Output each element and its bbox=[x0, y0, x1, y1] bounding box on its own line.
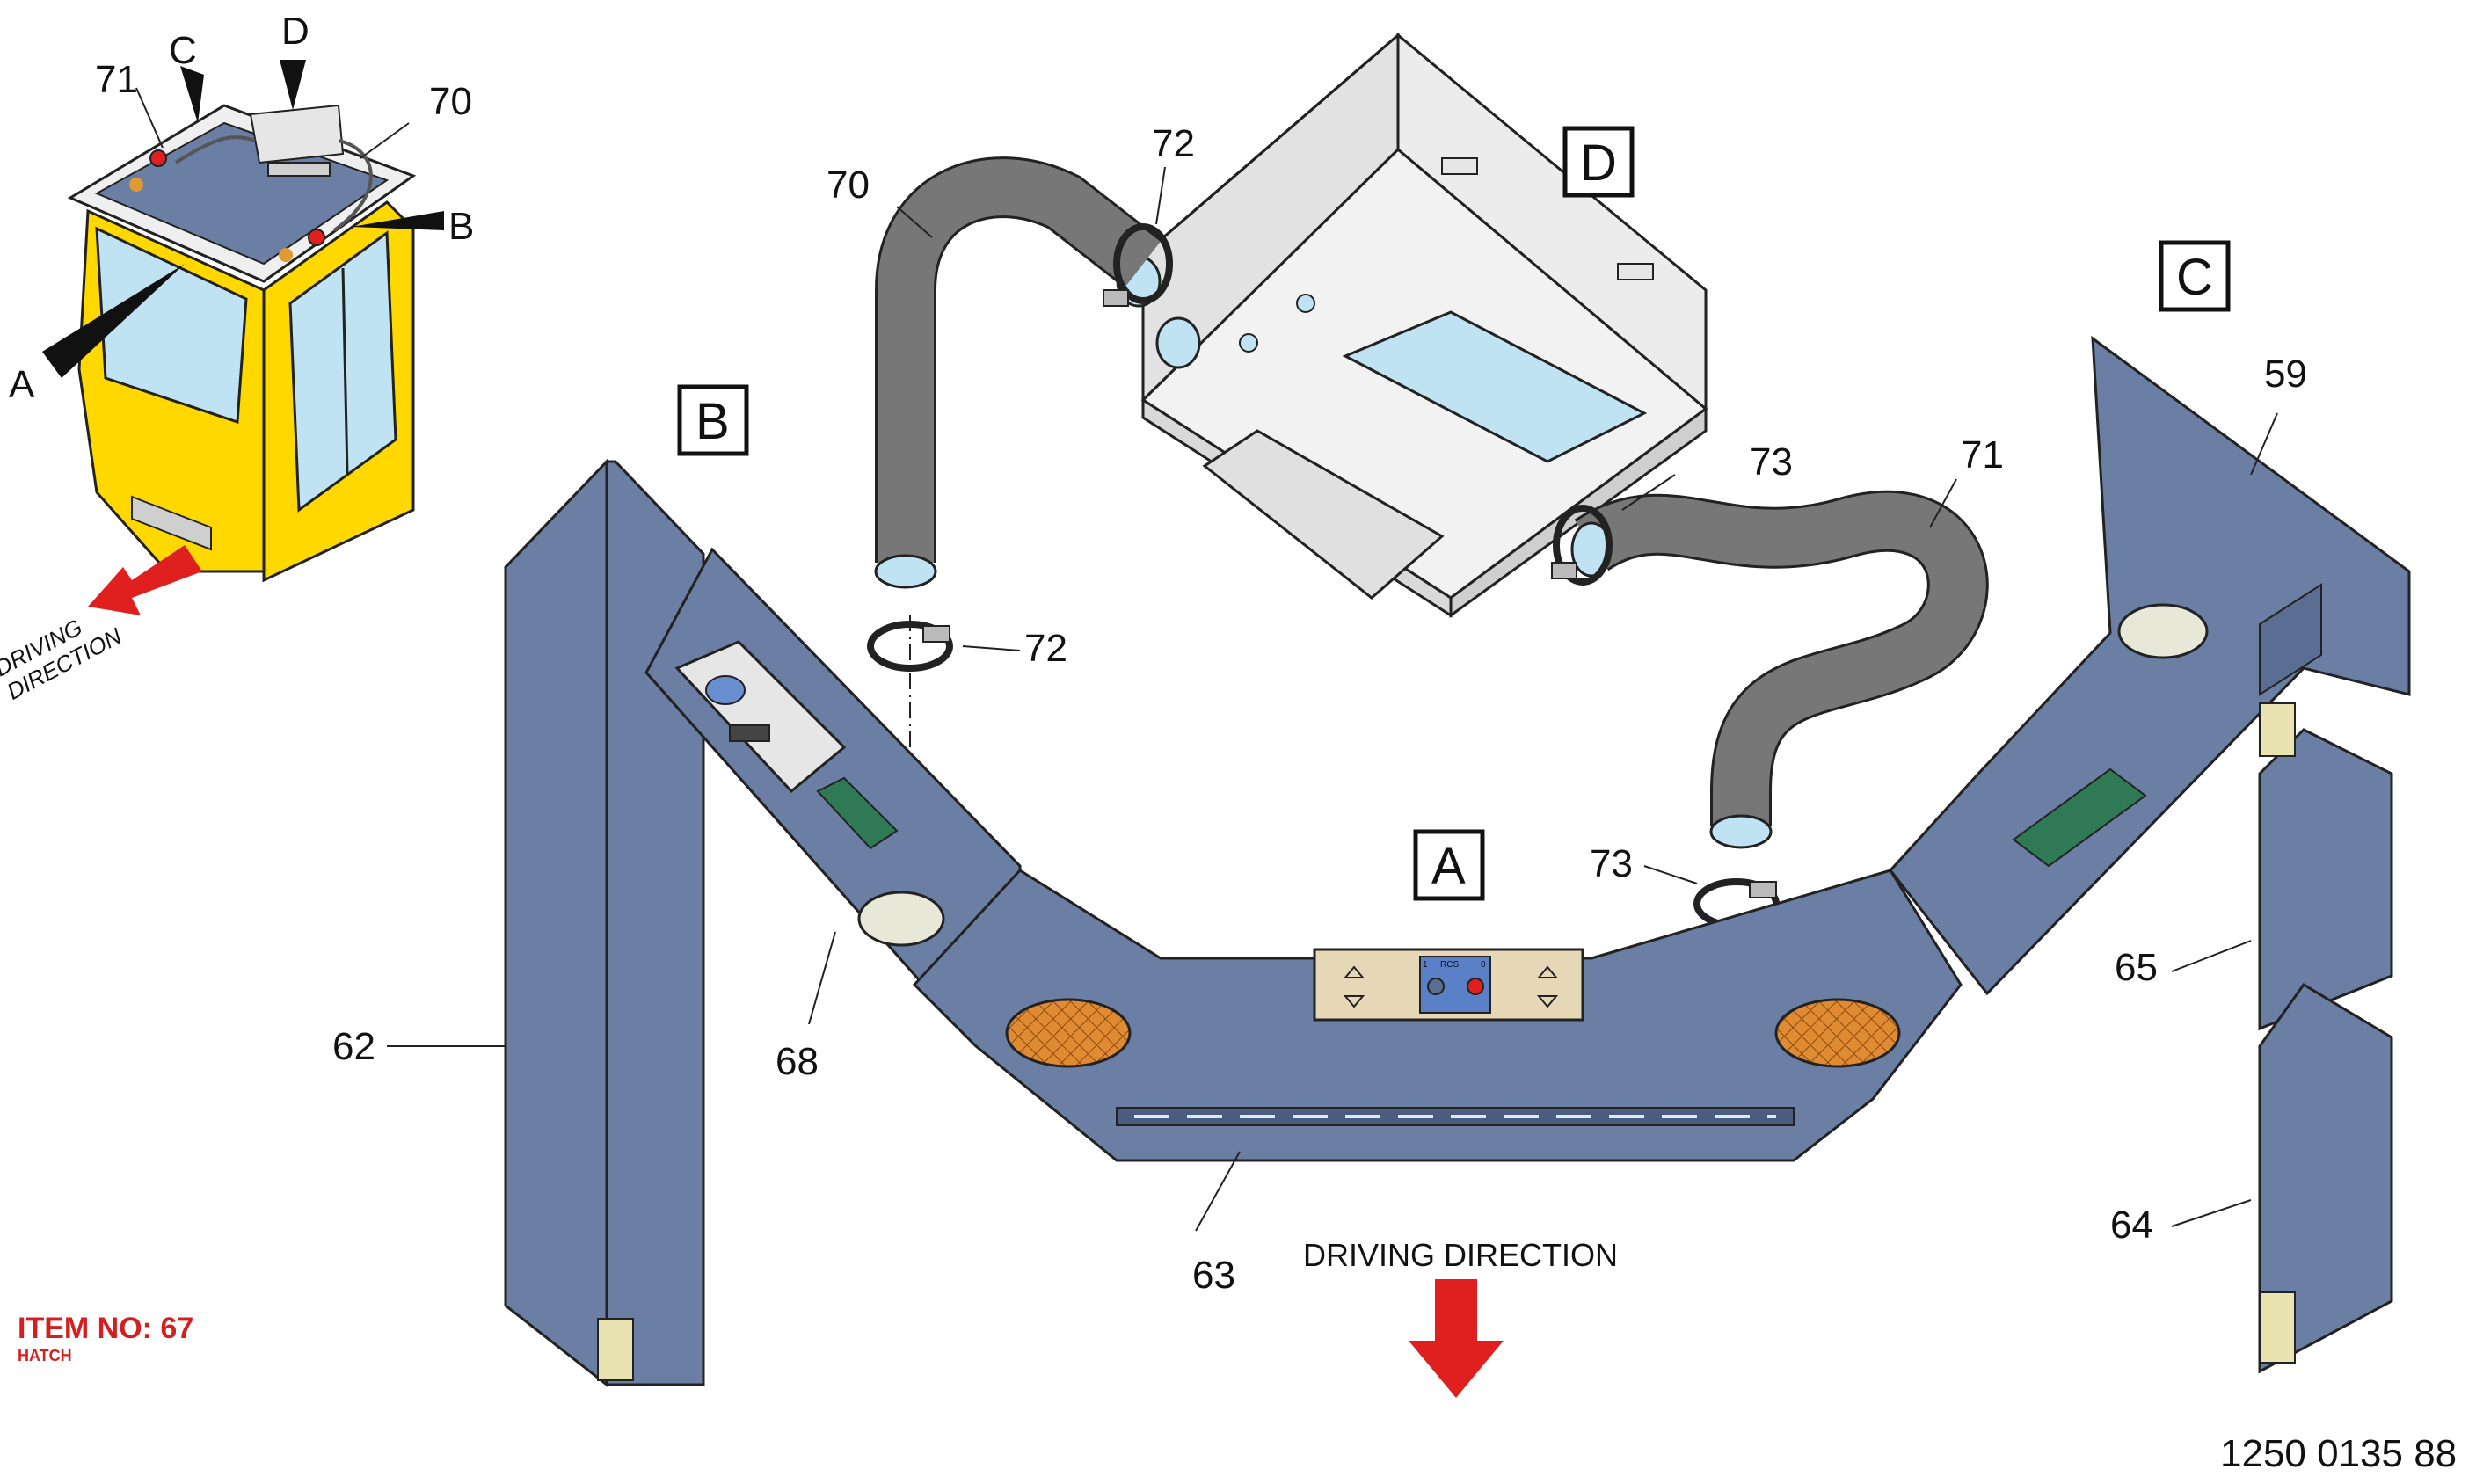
svg-text:C: C bbox=[2176, 249, 2213, 306]
item-number: ITEM NO: 67 bbox=[18, 1312, 193, 1345]
control-panel: RCS 1 0 bbox=[1313, 948, 1584, 1022]
driving-direction-arrow bbox=[1409, 1279, 1504, 1398]
pointer-a bbox=[42, 264, 185, 378]
control-one: 1 bbox=[1423, 960, 1428, 970]
overview-label-70: 70 bbox=[429, 80, 472, 123]
control-rcs: RCS bbox=[1440, 960, 1459, 970]
callout-68: 68 bbox=[776, 1040, 819, 1083]
cab-side-window bbox=[288, 230, 397, 513]
driving-direction-label: DRIVING DIRECTION bbox=[1303, 1237, 1618, 1273]
panel-a: RCS 1 0 bbox=[912, 869, 1963, 1162]
view-label-a: A bbox=[1413, 829, 1485, 901]
speaker-left bbox=[1005, 998, 1132, 1068]
callout-62: 62 bbox=[332, 1025, 375, 1068]
overview-direction-arrow bbox=[88, 545, 202, 615]
svg-text:B: B bbox=[695, 393, 730, 450]
overview-label-d: D bbox=[281, 10, 310, 53]
pointer-b bbox=[352, 211, 444, 230]
overview-label-71: 71 bbox=[95, 58, 138, 101]
cab-roof-panel bbox=[94, 121, 390, 266]
view-label-d: D bbox=[1562, 126, 1635, 198]
clamp-72-top bbox=[1103, 223, 1173, 307]
view-label-c: C bbox=[2159, 240, 2231, 312]
dome-light-c bbox=[2117, 603, 2209, 659]
svg-text:D: D bbox=[1580, 135, 1617, 192]
callout-72-top: 72 bbox=[1152, 122, 1195, 165]
leader-lines bbox=[387, 166, 2278, 1232]
item-subtitle: HATCH bbox=[18, 1347, 72, 1364]
hose-71 bbox=[1570, 491, 1989, 849]
svg-text:A: A bbox=[1431, 838, 1466, 895]
callout-73-clamp: 73 bbox=[1590, 842, 1633, 885]
callout-73-top: 73 bbox=[1750, 440, 1793, 484]
callout-71: 71 bbox=[1961, 433, 2004, 476]
callout-64: 64 bbox=[2110, 1204, 2153, 1247]
cab-hvac-unit bbox=[249, 104, 345, 164]
hose-70 bbox=[874, 156, 1162, 589]
overview-label-b: B bbox=[448, 205, 474, 248]
hvac-window bbox=[1342, 310, 1648, 463]
speaker-right bbox=[1774, 998, 1901, 1068]
panel-65 bbox=[2258, 728, 2393, 1031]
callout-63: 63 bbox=[1192, 1254, 1235, 1297]
exit-sign-c bbox=[2012, 767, 2147, 868]
panel-c bbox=[1889, 335, 2411, 1374]
panel-b bbox=[504, 458, 1022, 1388]
callout-65: 65 bbox=[2115, 946, 2158, 989]
callout-59: 59 bbox=[2264, 353, 2307, 396]
exit-sign-b bbox=[816, 776, 899, 850]
overview-label-a: A bbox=[9, 363, 35, 406]
control-zero: 0 bbox=[1481, 960, 1486, 970]
callout-72-clamp: 72 bbox=[1024, 627, 1067, 670]
pointer-d bbox=[280, 60, 306, 110]
cab-overview: C D B A 71 70 DRIVING DIRECTION bbox=[0, 10, 474, 705]
callout-70: 70 bbox=[827, 164, 870, 207]
overview-label-c: C bbox=[169, 29, 197, 72]
dome-light-b bbox=[857, 891, 945, 947]
view-label-b: B bbox=[677, 384, 749, 456]
document-number: 1250 0135 88 bbox=[2220, 1432, 2457, 1475]
hvac-outlet-duct bbox=[1202, 429, 1445, 600]
clamp-73-top bbox=[1551, 505, 1613, 586]
pointer-c bbox=[180, 66, 204, 123]
cab-lower-slot bbox=[131, 495, 212, 551]
